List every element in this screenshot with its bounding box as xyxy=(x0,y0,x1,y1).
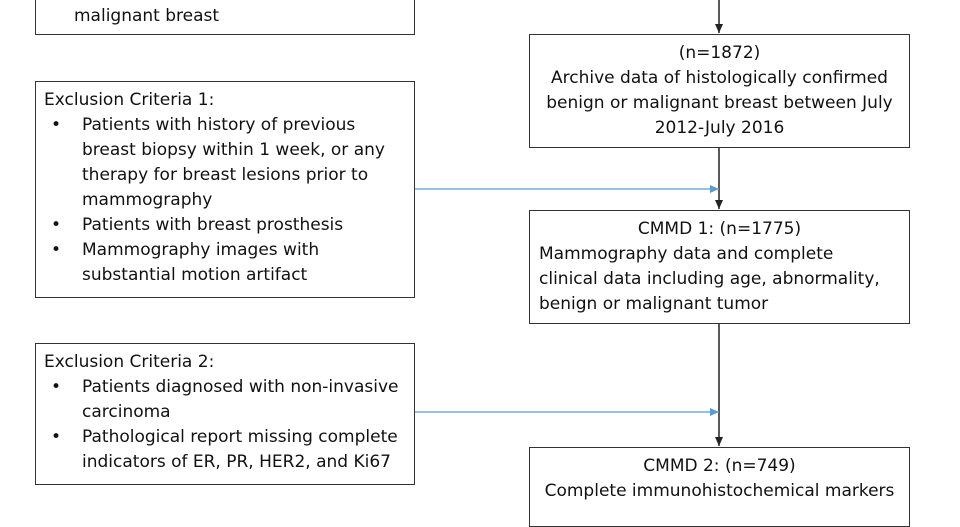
inclusion-text-line: malignant breast xyxy=(74,6,220,26)
archive-data-box: (n=1872) Archive data of histologically … xyxy=(529,34,910,148)
archive-line: Archive data of histologically confirmed xyxy=(551,68,888,88)
cmmd2-header: CMMD 2: (n=749) xyxy=(643,456,796,476)
exclusion1-item-line: Patients with history of previous xyxy=(82,115,356,135)
exclusion1-item-line: Mammography images with xyxy=(82,240,320,260)
exclusion1-item-line: substantial motion artifact xyxy=(82,265,308,285)
exclusion1-item-line: breast biopsy within 1 week, or any xyxy=(82,140,385,160)
cmmd2-box: CMMD 2: (n=749) Complete immunohistochem… xyxy=(529,447,910,527)
exclusion2-item: • Patients diagnosed with non-invasive c… xyxy=(44,375,414,425)
exclusion2-item-line: carcinoma xyxy=(82,402,171,422)
exclusion2-item-line: Patients diagnosed with non-invasive xyxy=(82,377,399,397)
exclusion-criteria-1-title: Exclusion Criteria 1: xyxy=(44,90,215,110)
bullet-icon: • xyxy=(51,215,62,235)
exclusion-criteria-2-box: Exclusion Criteria 2: • Patients diagnos… xyxy=(35,343,415,485)
bullet-icon: • xyxy=(51,115,62,135)
exclusion1-item: • Patients with breast prosthesis xyxy=(44,213,414,238)
bullet-icon: • xyxy=(51,377,62,397)
exclusion1-item-line: Patients with breast prosthesis xyxy=(82,215,344,235)
archive-line: 2012-July 2016 xyxy=(654,118,785,138)
cmmd1-box: CMMD 1: (n=1775) Mammography data and co… xyxy=(529,210,910,324)
exclusion1-item-line: mammography xyxy=(82,190,213,210)
exclusion-criteria-2-title: Exclusion Criteria 2: xyxy=(44,352,215,372)
cmmd1-line: Mammography data and complete xyxy=(539,244,834,264)
exclusion2-item-line: indicators of ER, PR, HER2, and Ki67 xyxy=(82,452,391,472)
archive-line: benign or malignant breast between July xyxy=(546,93,893,113)
exclusion1-item: • Patients with history of previous brea… xyxy=(44,113,414,213)
cmmd1-header: CMMD 1: (n=1775) xyxy=(637,219,802,239)
exclusion2-item-line: Pathological report missing complete xyxy=(82,427,398,447)
cmmd2-line: Complete immunohistochemical markers xyxy=(544,481,895,501)
flow-connectors xyxy=(414,0,723,446)
exclusion1-item-line: therapy for breast lesions prior to xyxy=(82,165,369,185)
cmmd1-line: clinical data including age, abnormality… xyxy=(539,269,880,289)
inclusion-box-partial: malignant breast xyxy=(35,0,415,35)
bullet-icon: • xyxy=(51,427,62,447)
archive-count: (n=1872) xyxy=(678,43,761,63)
exclusion-criteria-1-box: Exclusion Criteria 1: • Patients with hi… xyxy=(35,81,415,298)
exclusion1-item: • Mammography images with substantial mo… xyxy=(44,238,414,288)
exclusion2-item: • Pathological report missing complete i… xyxy=(44,425,414,475)
bullet-icon: • xyxy=(51,240,62,260)
cmmd1-line: benign or malignant tumor xyxy=(539,294,769,314)
